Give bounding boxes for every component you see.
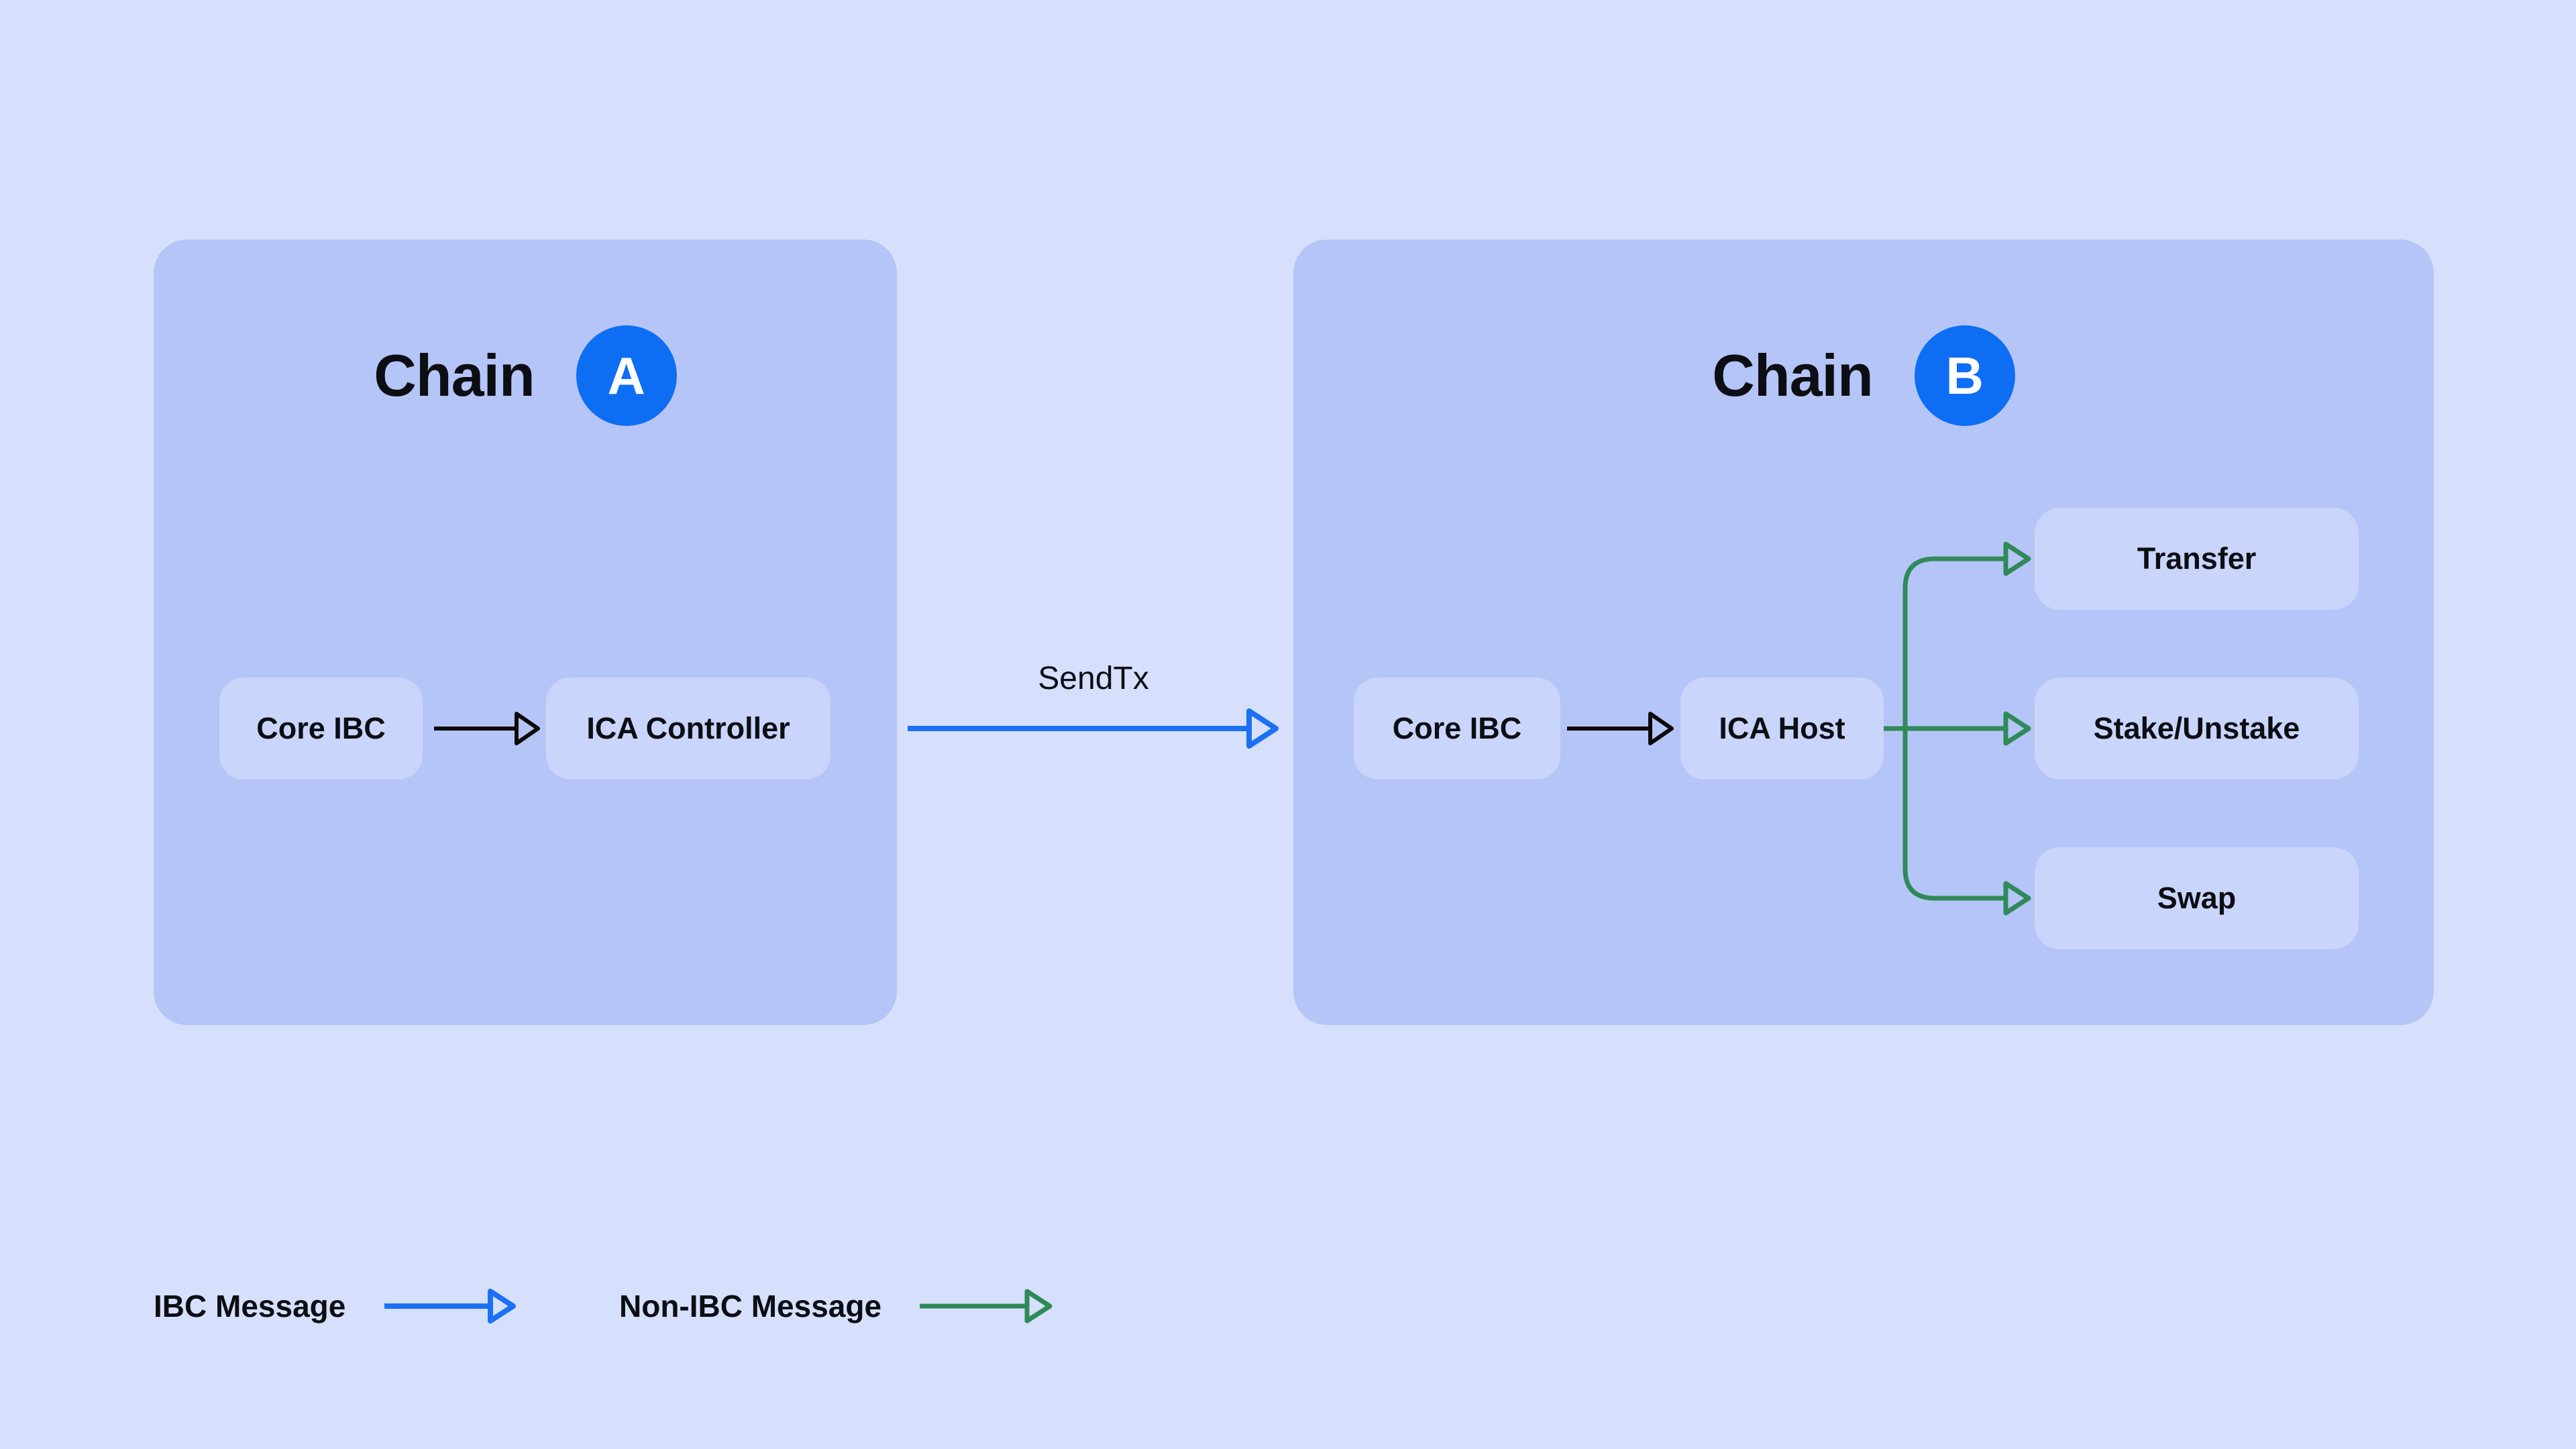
chain-b-panel: Chain B Core IBC ICA Host Transfer Stake… xyxy=(1293,239,2434,1025)
chain-b-badge: B xyxy=(1914,325,2015,426)
legend-ibc-label: IBC Message xyxy=(154,1289,346,1324)
chain-a-title: Chain A xyxy=(154,325,897,426)
node-transfer: Transfer xyxy=(2035,508,2359,610)
node-stake-unstake: Stake/Unstake xyxy=(2035,678,2359,780)
node-swap: Swap xyxy=(2035,847,2359,949)
chain-a-title-label: Chain xyxy=(374,342,535,409)
node-ica-host: ICA Host xyxy=(1680,678,1884,780)
chain-a-badge: A xyxy=(576,325,677,426)
chain-b-title-label: Chain xyxy=(1712,342,1873,409)
sendtx-label: SendTx xyxy=(1038,661,1149,696)
legend-non-ibc-arrow xyxy=(920,1289,1053,1324)
node-ica-controller: ICA Controller xyxy=(546,678,830,780)
arrow-sendtx-ibc xyxy=(908,708,1279,749)
node-core-ibc-b: Core IBC xyxy=(1354,678,1560,780)
legend-non-ibc-label: Non-IBC Message xyxy=(619,1289,882,1324)
chain-a-panel: Chain A Core IBC ICA Controller xyxy=(154,239,897,1025)
chain-b-title: Chain B xyxy=(1293,325,2434,426)
legend-ibc-arrow xyxy=(384,1289,516,1324)
node-core-ibc-a: Core IBC xyxy=(219,678,423,780)
